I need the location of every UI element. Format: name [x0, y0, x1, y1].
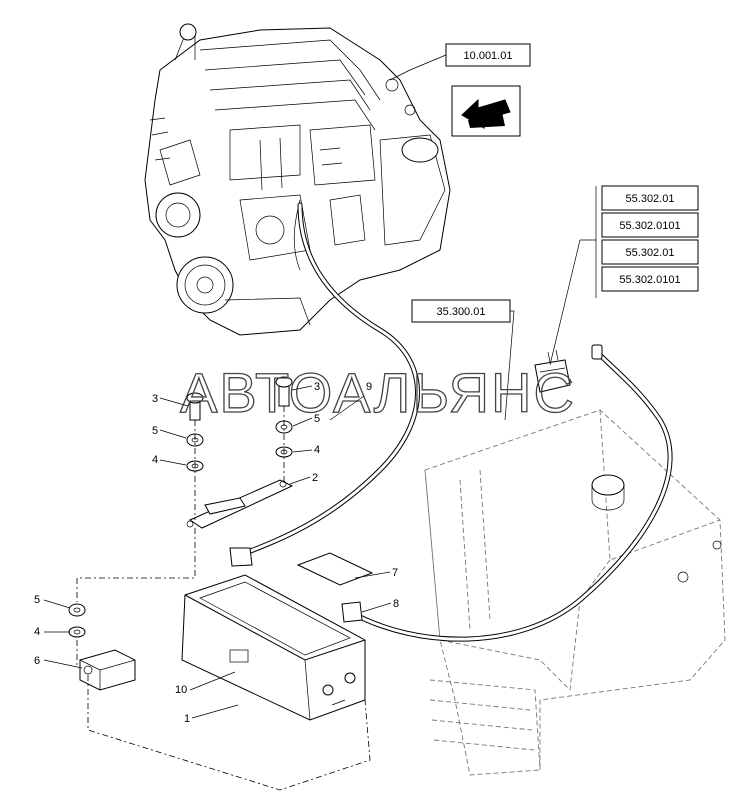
ref-engine-label: 10.001.01: [464, 50, 513, 62]
callout-8: 8: [393, 598, 399, 610]
ref-group-3-label: 55.302.01: [626, 247, 675, 259]
callout-2: 2: [312, 472, 318, 484]
assembly-lines: [76, 406, 371, 791]
callout-3-right: 3: [314, 381, 320, 393]
ref-group: 55.302.01 55.302.0101 55.302.01 55.302.0…: [549, 185, 699, 366]
callout-7: 7: [392, 567, 398, 579]
callout-4-bottom: 4: [34, 626, 40, 638]
angle-bracket: [79, 649, 136, 691]
battery-cables: [229, 202, 673, 642]
battery-drawing: [181, 574, 366, 721]
engine-drawing: [144, 23, 451, 336]
watermark-text: АВТОАЛЬЯНС: [180, 361, 576, 424]
ref-group-4[interactable]: [601, 266, 699, 292]
callout-4-right: 4: [314, 444, 320, 456]
hold-down-bar: [186, 479, 294, 529]
callout-6: 6: [34, 655, 40, 667]
ref-group-3[interactable]: [601, 239, 699, 265]
callout-5-left: 5: [152, 425, 158, 437]
callout-10: 10: [175, 684, 187, 696]
washers: [68, 420, 293, 638]
callouts: 3 5 4 3 5 4 9 2 7 8 5 4 6 10 1: [34, 381, 399, 725]
insulation-pad: [296, 552, 374, 586]
callout-1: 1: [184, 713, 190, 725]
nav-arrow-button[interactable]: [451, 85, 521, 137]
ref-group-2[interactable]: [601, 212, 699, 238]
ref-tank-label: 35.300.01: [437, 306, 486, 318]
fuel-tank-outline: [424, 409, 726, 776]
callout-4-left: 4: [152, 454, 158, 466]
ref-group-1[interactable]: [601, 185, 699, 211]
callout-5-bottom: 5: [34, 594, 40, 606]
ref-group-2-label: 55.302.0101: [619, 220, 680, 232]
callout-3-left: 3: [152, 393, 158, 405]
ref-tank[interactable]: 35.300.01: [411, 299, 515, 421]
ref-engine[interactable]: 10.001.01: [389, 43, 531, 81]
callout-5-right: 5: [314, 413, 320, 425]
ref-group-1-label: 55.302.01: [626, 193, 675, 205]
ref-group-4-label: 55.302.0101: [619, 274, 680, 286]
relay-component: [534, 349, 571, 393]
callout-9: 9: [366, 381, 372, 393]
